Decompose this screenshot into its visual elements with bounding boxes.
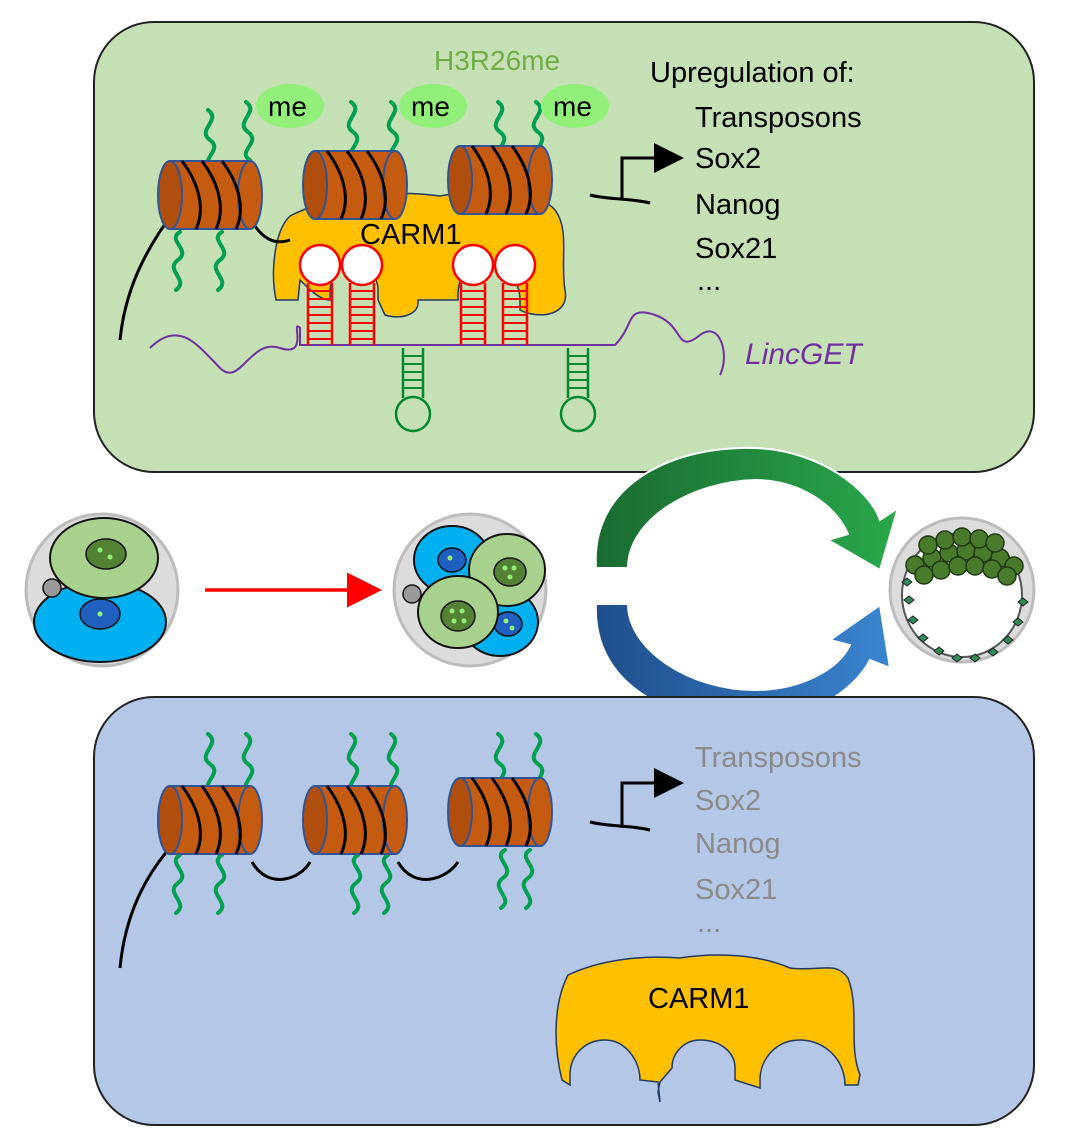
lincget-rna-strand <box>149 311 725 376</box>
transcription-arrow-top <box>620 143 684 200</box>
methyl-mark-1: me <box>256 84 324 128</box>
green-fate-arrow <box>594 446 900 572</box>
nucleosome-3-bottom <box>446 776 554 848</box>
gene-top-4: ... <box>697 265 721 297</box>
carm1-label-top: CARM1 <box>360 219 462 251</box>
nucleosome-1-top <box>156 159 264 231</box>
h3r26me-label: H3R26me <box>434 45 560 76</box>
top-panel: CARM1 me me <box>93 21 1035 473</box>
gene-bottom-0: Transposons <box>695 742 862 774</box>
gene-top-0: Transposons <box>695 102 862 134</box>
transcription-arrow-bottom <box>620 768 684 828</box>
gene-top-1: Sox2 <box>695 143 761 175</box>
dna-strand-bottom <box>118 820 651 969</box>
nucleosome-3-top <box>446 144 554 216</box>
gene-bottom-1: Sox2 <box>695 785 761 817</box>
nucleosome-1-bottom <box>156 784 264 856</box>
lincget-label: LincGET <box>745 338 864 371</box>
gene-bottom-3: Sox21 <box>695 874 777 906</box>
nucleosome-2-bottom <box>301 784 409 856</box>
carm1-shape-free <box>555 954 861 1103</box>
methyl-mark-3: me <box>541 84 609 128</box>
gene-bottom-4: ... <box>697 907 721 939</box>
gene-top-3: Sox21 <box>695 233 777 265</box>
carm1-label-bottom: CARM1 <box>648 983 750 1015</box>
two-cell-embryo-icon <box>24 512 180 668</box>
four-cell-embryo-icon <box>392 512 548 668</box>
gene-bottom-2: Nanog <box>695 828 780 860</box>
nucleosome-2-top <box>301 149 409 221</box>
blastocyst-icon <box>888 516 1036 664</box>
upregulation-header: Upregulation of: <box>650 57 855 89</box>
me-label: me <box>553 91 592 122</box>
cycle-arrows-icon <box>594 446 900 724</box>
bottom-panel: Transposons Sox2 Nanog Sox21 ... CARM1 <box>93 696 1035 1126</box>
me-label: me <box>268 91 307 122</box>
gene-top-2: Nanog <box>695 189 780 221</box>
me-label: me <box>411 91 450 122</box>
methyl-mark-2: me <box>399 84 467 128</box>
